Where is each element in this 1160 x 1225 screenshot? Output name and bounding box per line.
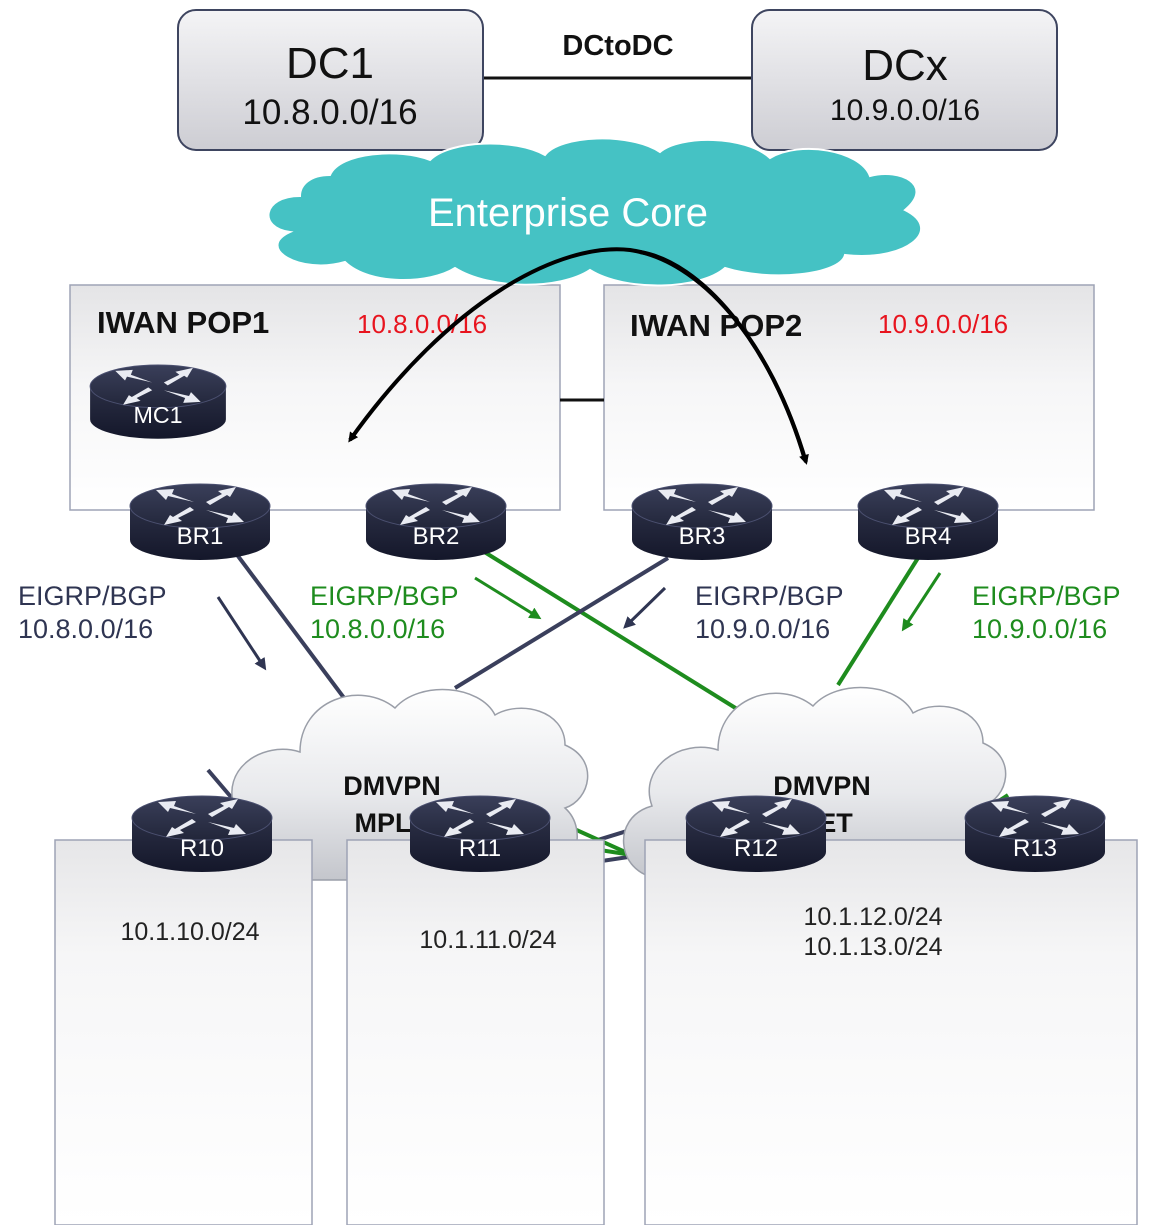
site-r12-prefix-2: 10.1.13.0/24 xyxy=(803,933,942,961)
router-r13: R13 xyxy=(964,795,1106,873)
router-br4-label: BR4 xyxy=(905,523,952,550)
site-r11-box xyxy=(346,839,605,1225)
br4-inet-link xyxy=(836,556,920,687)
router-mc1: MC1 xyxy=(89,364,227,440)
router-r13-label: R13 xyxy=(1013,835,1057,862)
adv-label-protocol-3: EIGRP/BGP xyxy=(695,581,844,611)
enterprise-core-label: Enterprise Core xyxy=(428,191,708,235)
router-br3: BR3 xyxy=(631,483,773,561)
br2-inet-link xyxy=(476,546,760,724)
router-mc1-label: MC1 xyxy=(133,402,182,428)
br1-mpls-link xyxy=(230,546,364,724)
adv-label-protocol-4: EIGRP/BGP xyxy=(972,581,1121,611)
adv-arrow-br2 xyxy=(474,576,542,620)
pop2-box xyxy=(603,284,1095,511)
br3-mpls-link xyxy=(453,556,670,690)
adv-label-prefix-3: 10.9.0.0/16 xyxy=(695,614,830,644)
adv-arrow-br1 xyxy=(216,596,267,671)
dc-link-label: DCtoDC xyxy=(562,30,673,62)
pop1-box xyxy=(69,284,561,511)
router-r11: R11 xyxy=(409,795,551,873)
adv-label-protocol-2: EIGRP/BGP xyxy=(310,581,459,611)
router-r12-label: R12 xyxy=(734,835,778,862)
router-br4: BR4 xyxy=(857,483,999,561)
site-r10-box xyxy=(54,839,313,1225)
mpls-cloud-line1: DMVPN xyxy=(343,771,441,801)
pop2-prefix: 10.9.0.0/16 xyxy=(878,309,1008,339)
adv-arrow-br4 xyxy=(901,572,942,632)
adv-arrow-br3 xyxy=(623,586,667,629)
adv-label-protocol-1: EIGRP/BGP xyxy=(18,581,167,611)
router-r10: R10 xyxy=(131,795,273,873)
router-r10-label: R10 xyxy=(180,835,224,862)
enterprise-core-cloud: Enterprise Core xyxy=(267,137,922,287)
dc1-name: DC1 xyxy=(286,39,374,88)
dc1-box xyxy=(177,9,484,151)
adv-label-prefix-2: 10.8.0.0/16 xyxy=(310,614,445,644)
dcx-box xyxy=(751,9,1058,151)
site-r12-prefix-1: 10.1.12.0/24 xyxy=(803,903,942,931)
router-br1-label: BR1 xyxy=(177,523,224,550)
router-r11-label: R11 xyxy=(459,835,501,862)
inet-cloud-line1: DMVPN xyxy=(773,771,871,801)
pop1-name: IWAN POP1 xyxy=(97,305,269,340)
dcx-prefix: 10.9.0.0/16 xyxy=(830,94,980,127)
site-r11-prefix: 10.1.11.0/24 xyxy=(419,926,556,954)
router-r12: R12 xyxy=(685,795,827,873)
adv-label-prefix-1: 10.8.0.0/16 xyxy=(18,614,153,644)
router-br1: BR1 xyxy=(129,483,271,561)
traffic-arc-right xyxy=(639,250,809,465)
site-r10-prefix: 10.1.10.0/24 xyxy=(120,918,259,946)
adv-label-prefix-4: 10.9.0.0/16 xyxy=(972,614,1107,644)
router-br2: BR2 xyxy=(365,483,507,561)
router-br3-label: BR3 xyxy=(679,523,726,550)
dcx-name: DCx xyxy=(862,41,948,90)
site-r12-box xyxy=(644,839,1138,1225)
pop2-name: IWAN POP2 xyxy=(630,308,802,343)
router-br2-label: BR2 xyxy=(413,523,460,550)
dc1-prefix: 10.8.0.0/16 xyxy=(242,93,417,132)
